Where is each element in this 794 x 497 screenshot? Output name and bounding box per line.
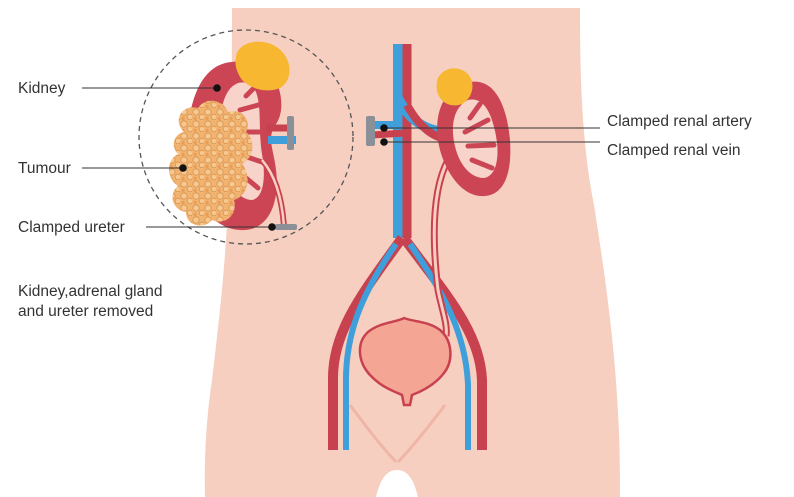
- clamped-renal-vein-label: Clamped renal vein: [607, 142, 741, 159]
- renal-clamp: [366, 116, 375, 146]
- removed-note-line2: and ureter removed: [18, 303, 153, 320]
- tumour-label: Tumour: [18, 160, 71, 177]
- right-ureter-inner: [432, 159, 450, 337]
- iliac-vein-left: [342, 242, 399, 450]
- removed-note-line1: Kidney,adrenal gland: [18, 283, 163, 300]
- left-renal-artery-stub: [371, 129, 406, 139]
- tumour: [169, 100, 253, 226]
- right-kidney: [436, 68, 511, 197]
- iliac-vein-right: [407, 242, 471, 450]
- kidney-clamp: [287, 116, 294, 150]
- ureter-clamp: [275, 224, 297, 230]
- clamped-renal-artery-label: Clamped renal artery: [607, 113, 752, 130]
- groin-crease-right: [396, 404, 447, 464]
- groin-crease-left: [348, 404, 398, 464]
- leader-lines: [82, 87, 600, 228]
- leader-dots: [179, 84, 388, 231]
- focus-circle: [138, 29, 354, 245]
- clamped-ureter-label: Clamped ureter: [18, 219, 125, 236]
- bladder: [358, 316, 452, 407]
- left-ureter-inner: [261, 159, 286, 227]
- kidney-label: Kidney: [18, 80, 66, 97]
